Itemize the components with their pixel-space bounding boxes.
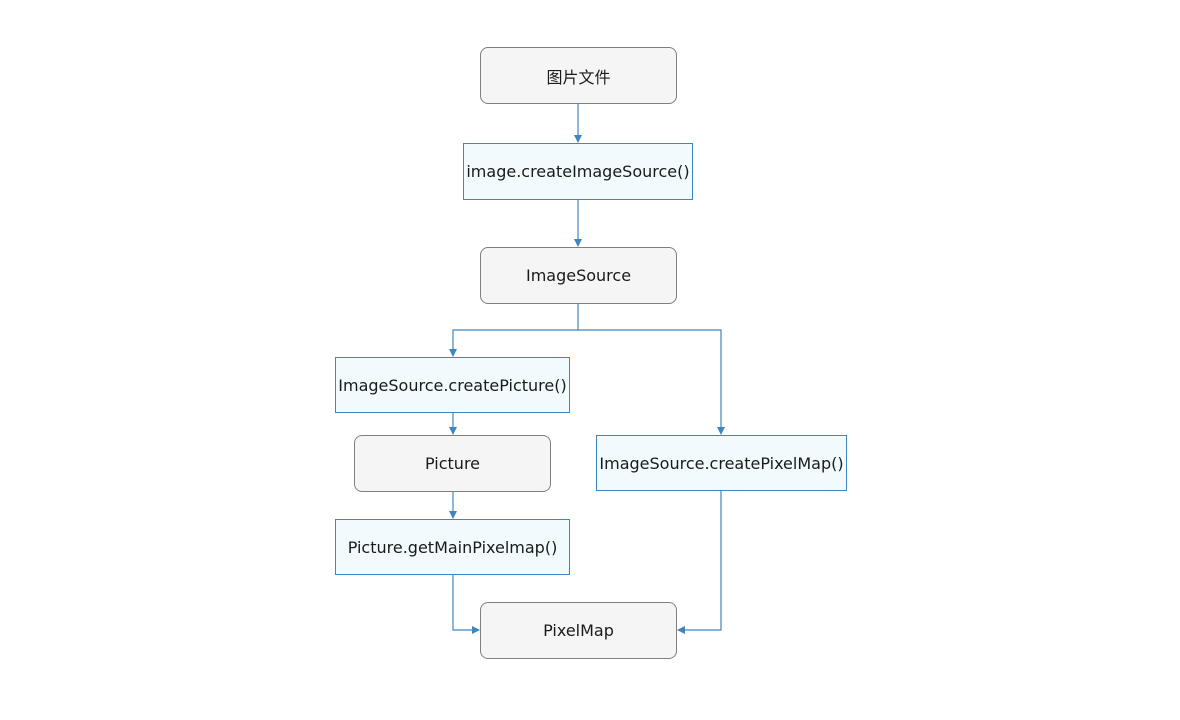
node-create-image-source: image.createImageSource(): [463, 143, 693, 200]
arrow-getmain-to-pixelmap: [452, 575, 480, 634]
arrow-create-pixelmap-to-pixelmap: [677, 491, 722, 634]
node-picture: Picture: [354, 435, 551, 492]
node-create-pixel-map: ImageSource.createPixelMap(): [596, 435, 847, 491]
node-label: ImageSource: [525, 266, 632, 285]
node-label: 图片文件: [546, 67, 611, 87]
node-label: ImageSource.createPixelMap(): [599, 453, 844, 473]
node-label: Picture: [424, 454, 481, 473]
node-create-picture: ImageSource.createPicture(): [335, 357, 570, 413]
node-image-source: ImageSource: [480, 247, 677, 304]
node-label: image.createImageSource(): [466, 162, 690, 181]
node-label: ImageSource.createPicture(): [338, 375, 567, 395]
arrow-source-to-create-picture: [449, 304, 579, 357]
node-image-file: 图片文件: [480, 47, 677, 104]
arrow-source-to-create-pixelmap: [578, 329, 725, 435]
node-label: PixelMap: [543, 621, 614, 640]
node-get-main-pixelmap: Picture.getMainPixelmap(): [335, 519, 570, 575]
node-label: Picture.getMainPixelmap(): [347, 537, 558, 557]
node-pixel-map: PixelMap: [480, 602, 677, 659]
